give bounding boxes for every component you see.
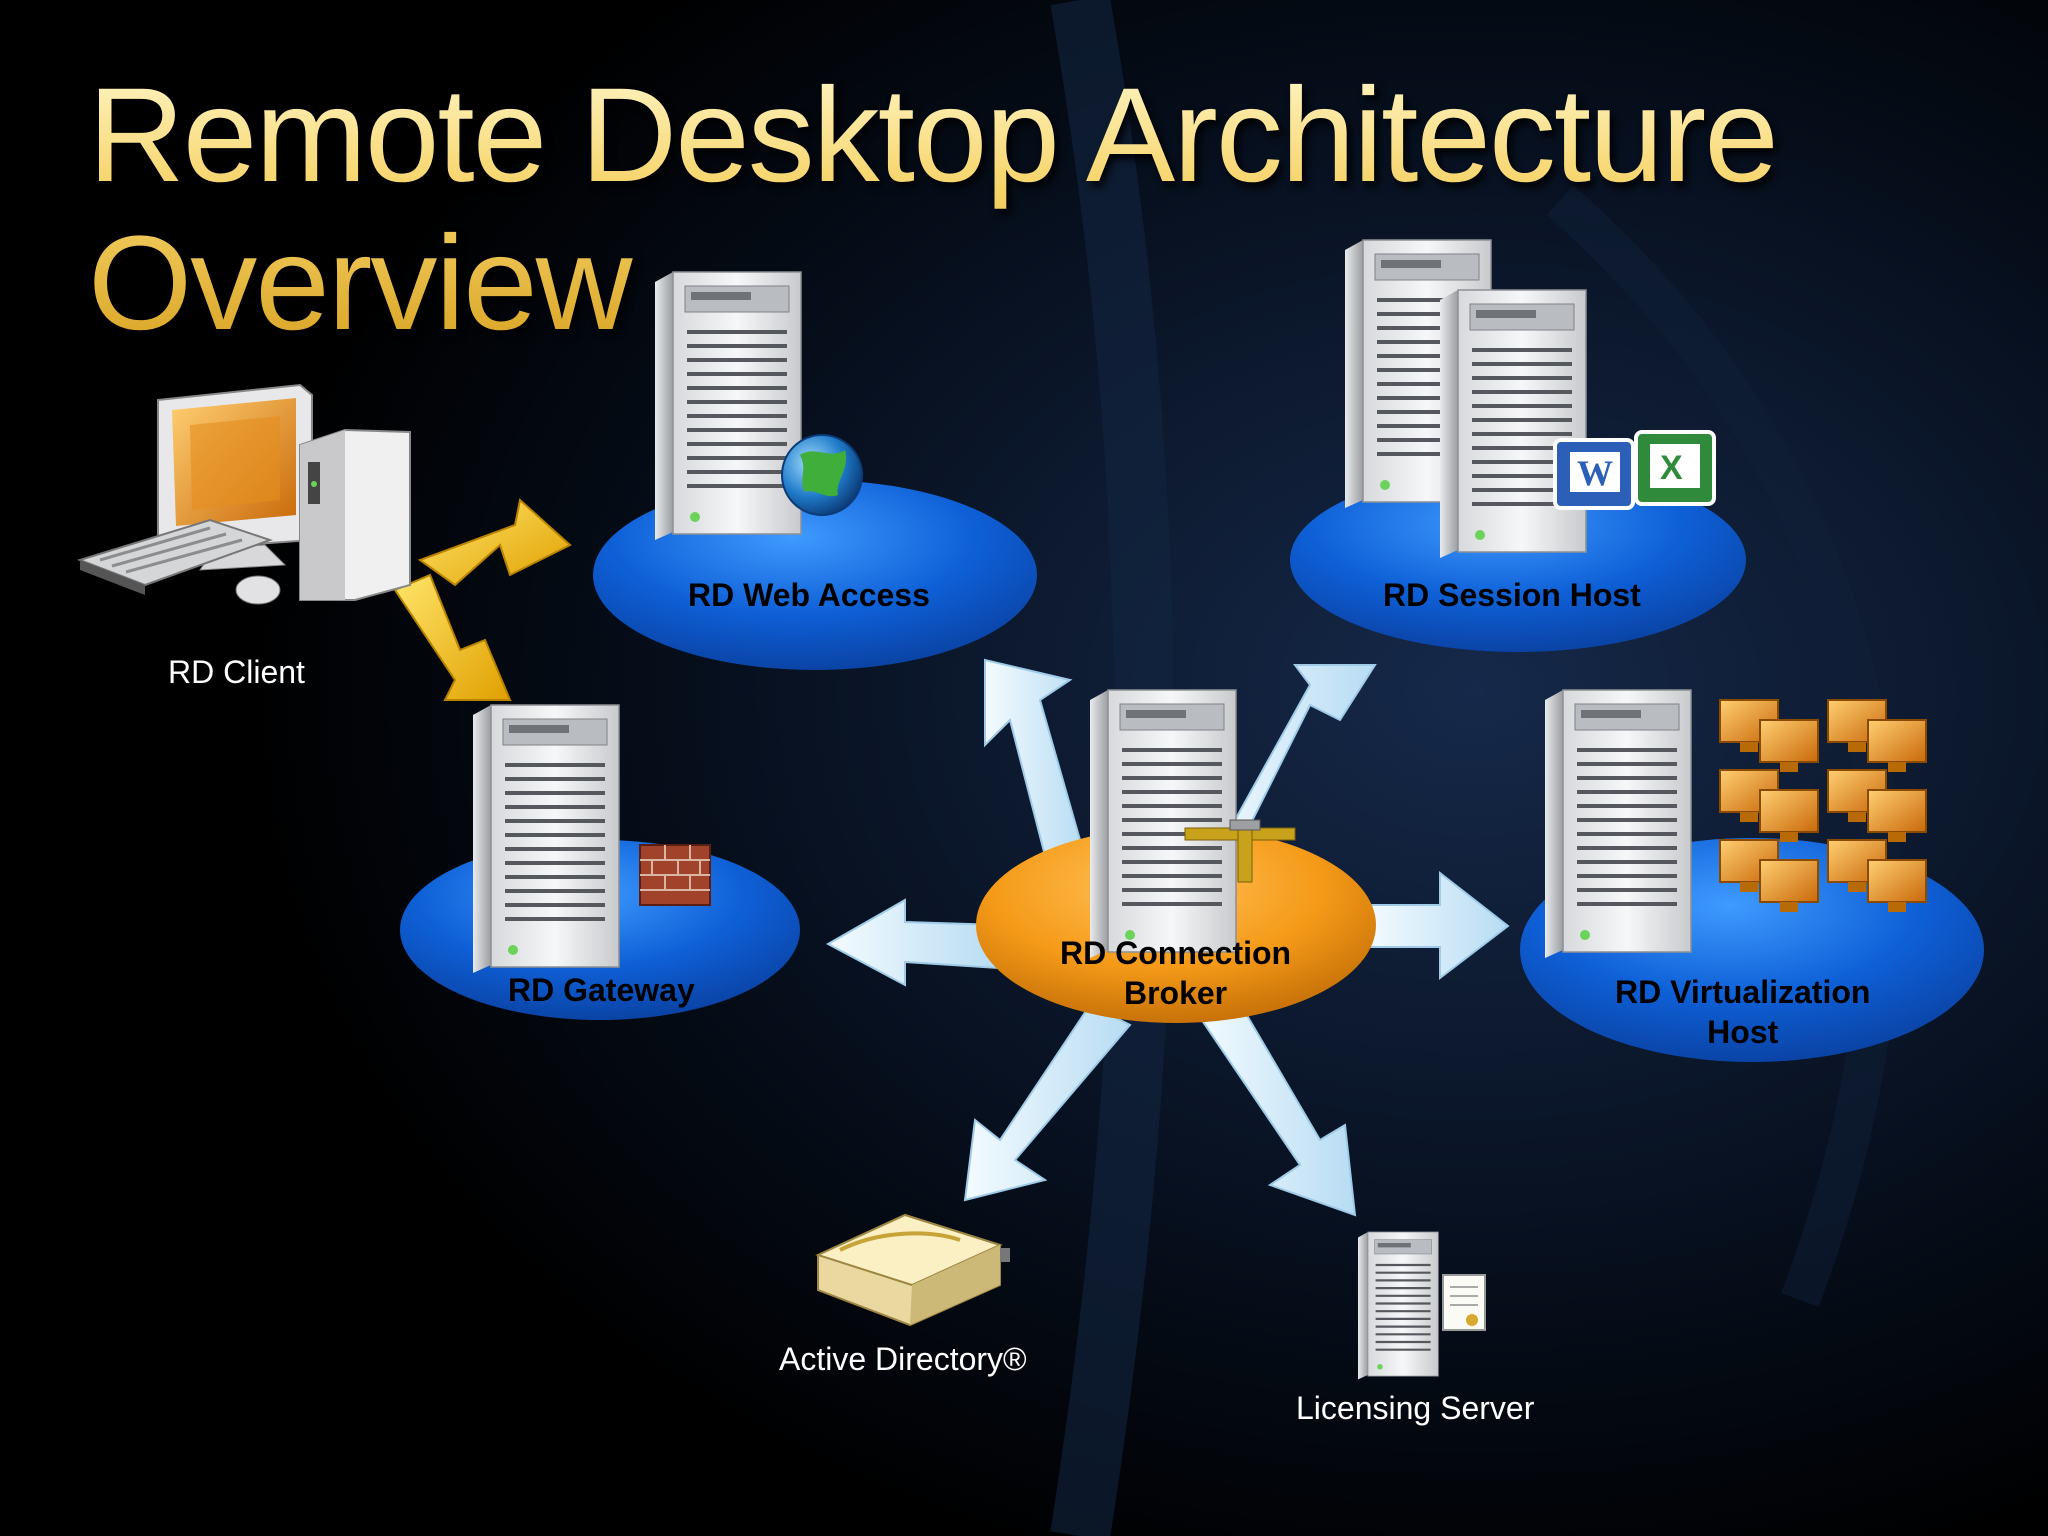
rd-virtualization-host-label-line-2: Host: [1707, 1014, 1779, 1050]
gateway-server-icon[interactable]: [471, 703, 621, 975]
rd-connection-broker-label: RD Connection Broker: [1060, 933, 1291, 1013]
directory-book-icon[interactable]: [815, 1213, 1010, 1327]
client-arrow-to-web-access: [417, 498, 572, 587]
slide-title: Remote Desktop Architecture Overview: [88, 62, 1777, 358]
firewall-icon: [639, 844, 711, 906]
svg-text:W: W: [1577, 453, 1613, 493]
excel-icon: X: [1634, 430, 1716, 506]
arrow-to-web-access: [984, 658, 1087, 877]
client-arrow-to-gateway: [393, 573, 512, 701]
arrow-to-session-host: [1196, 664, 1377, 847]
network-connector-icon: [1184, 819, 1296, 883]
svg-text:X: X: [1660, 449, 1683, 487]
arrow-to-licensing-server: [1193, 993, 1357, 1217]
word-icon: W: [1553, 438, 1635, 510]
rd-gateway-label: RD Gateway: [508, 972, 695, 1008]
arrow-to-virtualization-host: [1364, 870, 1510, 981]
rd-virtualization-host-label: RD Virtualization Host: [1615, 972, 1870, 1052]
licensing-server-icon[interactable]: [1356, 1230, 1440, 1381]
client-arrows: [393, 498, 572, 701]
certificate-icon: [1442, 1274, 1486, 1331]
desktop-computer-icon[interactable]: [76, 383, 411, 605]
arrow-to-gateway: [825, 898, 1001, 987]
active-directory-label: Active Directory®: [779, 1341, 1027, 1377]
session-host-platform[interactable]: [1290, 468, 1746, 652]
slide-title-line-1: Remote Desktop Architecture: [88, 61, 1777, 210]
background-swoosh: [1050, 0, 1175, 1536]
licensing-server-label: Licensing Server: [1296, 1390, 1535, 1426]
rd-web-access-label: RD Web Access: [688, 577, 930, 613]
rd-connection-broker-label-line-1: RD Connection: [1060, 935, 1292, 971]
virtualization-host-server-icon[interactable]: [1543, 688, 1693, 960]
globe-icon: [781, 434, 863, 516]
virtual-desktops-icon: [1719, 699, 1927, 912]
rd-client-label: RD Client: [168, 654, 305, 690]
connection-broker-server-icon[interactable]: [1088, 688, 1238, 960]
arrow-to-active-directory: [963, 1003, 1132, 1202]
rd-virtualization-host-label-line-1: RD Virtualization: [1615, 974, 1871, 1010]
slide-title-line-2: Overview: [88, 209, 631, 358]
rd-connection-broker-label-line-2: Broker: [1123, 975, 1228, 1011]
broker-arrows: [825, 658, 1510, 1217]
rd-session-host-label: RD Session Host: [1383, 577, 1641, 613]
